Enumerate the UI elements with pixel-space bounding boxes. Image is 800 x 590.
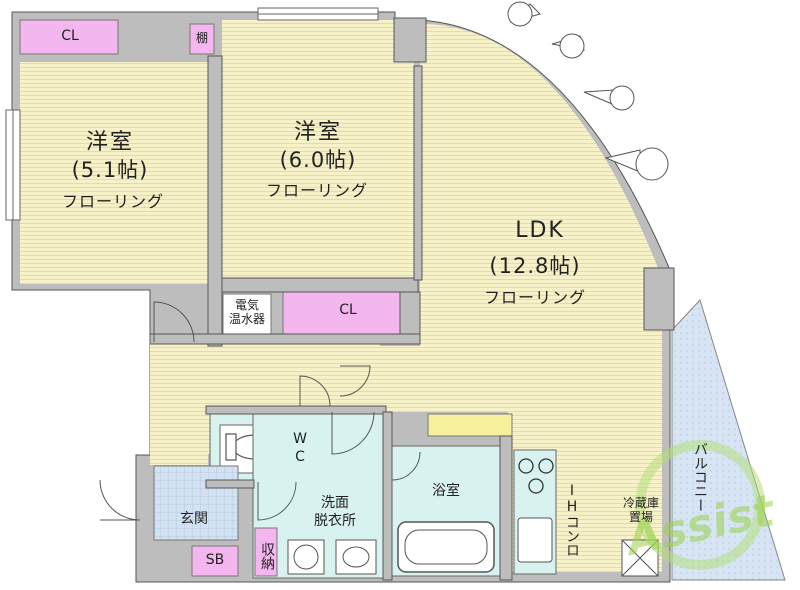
wall-column-top (393, 17, 427, 63)
western1-floor-type: フローリング (61, 192, 164, 211)
wall-w1-right (207, 55, 223, 347)
entrance-tile (153, 465, 239, 541)
sb-box (191, 545, 239, 577)
wall-bath-right (499, 435, 513, 581)
entrance-label: 玄関 (180, 511, 208, 527)
western1-size: (5.1帖) (71, 158, 149, 182)
closet-top-label: CL (61, 28, 79, 44)
door-swings (99, 301, 421, 521)
closet-top (19, 19, 119, 55)
wall-wc-bottom (205, 479, 255, 489)
shelf-label: 棚 (195, 31, 208, 45)
sb-label: SB (205, 552, 225, 568)
balcony-label: バルコニー (692, 442, 708, 512)
wall-wc-top (205, 405, 387, 415)
fridge-label: 冷蔵庫 置場 (622, 496, 659, 524)
western2-floor (222, 20, 414, 278)
storage-label: 収納 (259, 542, 275, 570)
kitchen-counter (427, 413, 513, 437)
shelf-box (189, 23, 215, 55)
western1-floor (20, 62, 208, 284)
hall-floor-lower (150, 405, 208, 465)
watermark-swoosh (635, 440, 765, 570)
burner-1 (518, 458, 534, 474)
western1-name: 洋室 (85, 130, 134, 155)
bath-label: 浴室 (432, 483, 460, 499)
bathtub-inner (404, 529, 488, 565)
storage-box (254, 527, 278, 577)
kitchen-sink (517, 517, 553, 563)
sink-bowl (342, 546, 370, 568)
ldk-name: LDK (515, 218, 565, 243)
water-heater-label: 電気 温水器 (228, 298, 265, 326)
wall-column-mid (643, 267, 675, 331)
washer-drum (293, 544, 319, 570)
wall-w2-bottom (221, 277, 419, 293)
wall-w2-right (413, 65, 423, 281)
wall-hall-top (149, 333, 421, 345)
closet-mid-label: CL (339, 302, 357, 318)
western2-name: 洋室 (293, 120, 342, 145)
western2-size: (6.0帖) (279, 148, 357, 172)
burner-3 (528, 478, 544, 494)
bathtub (397, 521, 495, 573)
curved-windows (507, 1, 669, 181)
toilet-tank (225, 433, 237, 461)
ldk-floor-type: フローリング (483, 288, 586, 307)
washroom-label: 洗面 脱衣所 (314, 495, 356, 529)
ih-stove-label: IHコンロ (564, 483, 580, 557)
western2-floor-type: フローリング (265, 181, 368, 200)
ldk-size: (12.8帖) (489, 254, 581, 278)
water-heater-box (222, 293, 272, 335)
wc-label: W C (293, 431, 307, 465)
wall-closet-right (399, 291, 421, 339)
burner-2 (538, 458, 554, 474)
wall-bath-left (382, 411, 393, 581)
sink-box (335, 539, 377, 575)
